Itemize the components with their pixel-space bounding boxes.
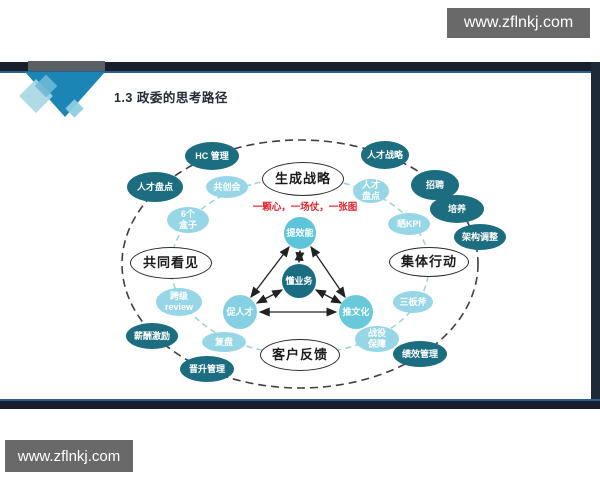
- node-six-boxes: 6个 盒子: [167, 207, 209, 233]
- node-promotion-mgmt: 晋升管理: [180, 356, 234, 382]
- node-hc-management: HC 管理: [185, 142, 239, 170]
- node-improve-efficiency: 提效能: [284, 217, 316, 249]
- diagram-tagline: 一颗心，一场仗，一张图: [252, 202, 358, 213]
- node-org-restructure: 架构调整: [454, 224, 506, 250]
- watermark-bottom: www.zflnkj.com: [5, 440, 133, 472]
- slide-bottom-border: [0, 399, 600, 409]
- node-talent-strategy: 人才战略: [361, 141, 409, 169]
- node-talent-review-outer: 人才盘点: [127, 172, 183, 202]
- slide-title: 1.3 政委的思考路径: [114, 91, 228, 105]
- node-shared-vision: 共同看见: [130, 247, 212, 279]
- node-replay: 复盘: [202, 332, 246, 352]
- watermark-top: www.zflnkj.com: [447, 8, 590, 38]
- node-battle-support: 战役 保障: [355, 326, 399, 352]
- corner-decoration-bar: [28, 61, 105, 71]
- triangle-arrows: [250, 245, 346, 317]
- node-customer-feedback: 客户反馈: [260, 339, 340, 371]
- watermark-bottom-text: www.zflnkj.com: [17, 447, 121, 465]
- node-three-axes: 三板斧: [393, 291, 433, 313]
- outer-dashed-ring: [121, 139, 479, 389]
- node-push-culture: 推文化: [339, 295, 373, 329]
- node-performance-mgmt: 绩效管理: [393, 341, 447, 367]
- node-promote-talent: 促人才: [223, 295, 257, 329]
- node-kpi-sharing: 晒KPI: [388, 213, 430, 235]
- slide-top-border: [0, 62, 600, 73]
- node-collective-action: 集体行动: [389, 247, 469, 277]
- node-talent-review-inner: 人才 盘点: [353, 179, 389, 203]
- slide-right-border: [591, 62, 600, 408]
- node-training: 培养: [430, 195, 484, 223]
- node-cross-level-review: 跨级 review: [156, 288, 202, 316]
- node-compensation-incentive: 薪酬激励: [126, 323, 178, 349]
- watermark-top-text: www.zflnkj.com: [463, 14, 574, 31]
- node-generate-strategy: 生成战略: [262, 162, 344, 196]
- node-co-creation: 共创会: [206, 176, 248, 198]
- node-understand-business: 懂业务: [282, 264, 316, 298]
